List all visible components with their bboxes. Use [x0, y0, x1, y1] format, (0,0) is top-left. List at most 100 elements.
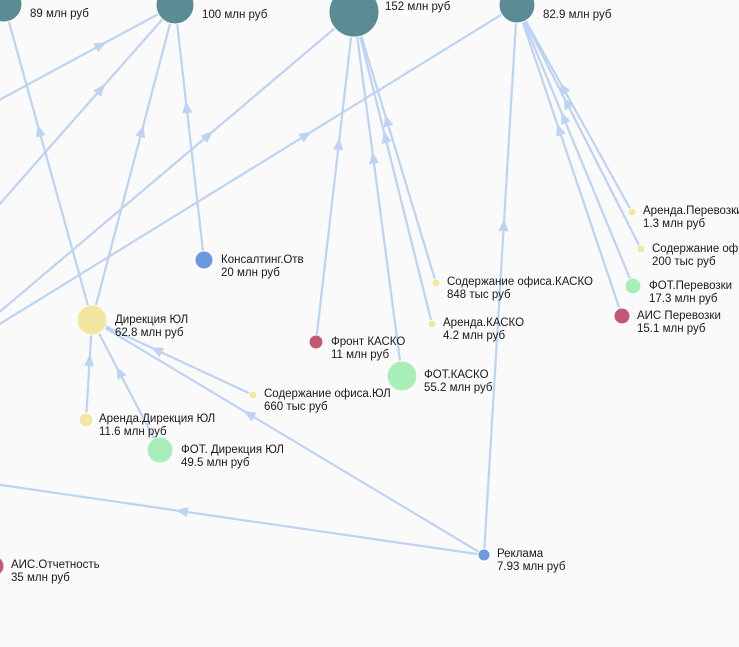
edge-line: [0, 4, 176, 101]
edge-arrow: [563, 97, 574, 111]
edge-line: [0, 4, 176, 206]
node-value: 4.2 млн руб: [443, 330, 505, 342]
node-circle[interactable]: [194, 250, 214, 270]
edge-fot_dir-to-dirul: [91, 319, 161, 451]
node-circle[interactable]: [431, 278, 441, 288]
edge-arrow: [35, 124, 46, 138]
edge-line: [84, 319, 94, 421]
node-circle[interactable]: [328, 0, 380, 38]
node-n829[interactable]: 82.9 млн руб: [498, 0, 612, 24]
edge-arrow: [116, 366, 127, 380]
node-name: Фронт КАСКО: [331, 336, 405, 348]
node-value: 200 тыс руб: [652, 256, 716, 268]
edge-front_kasko-to-kasko: [314, 11, 356, 343]
node-circle[interactable]: [76, 304, 108, 336]
node-circle[interactable]: [498, 0, 536, 24]
node-value: 82.9 млн руб: [543, 9, 612, 21]
edge-arrow: [560, 82, 571, 96]
node-value: 35 млн руб: [11, 572, 70, 584]
node-value: 20 млн руб: [221, 267, 280, 279]
node-circle[interactable]: [427, 319, 437, 329]
node-name: Содержание офиса.КАСКО: [447, 276, 593, 288]
node-name: Аренда.Перевозки: [643, 205, 739, 217]
node-circle[interactable]: [0, 0, 23, 23]
node-name: Аренда.КАСКО: [443, 317, 524, 329]
edge-line: [515, 4, 635, 287]
node-value: 49.5 млн руб: [181, 457, 250, 469]
node-name: Аренда.Дирекция ЮЛ: [99, 413, 215, 425]
node-circle[interactable]: [624, 277, 642, 295]
edge-arrow: [93, 84, 105, 97]
edge-ais_per-to-n829: [515, 4, 624, 317]
nodes-layer: 89 млн руб 100 млн руб КАСКО152 млн руб 82.…: [0, 0, 739, 584]
node-circle[interactable]: [248, 390, 258, 400]
node-circle[interactable]: [78, 412, 94, 428]
node-name: Дирекция ЮЛ: [115, 314, 188, 326]
edge-reklama-to-off_left_a: [0, 483, 485, 557]
node-circle[interactable]: [477, 548, 491, 562]
edge-arrow: [175, 507, 189, 518]
node-value: 848 тыс руб: [447, 289, 511, 301]
edge-arrow: [84, 354, 95, 367]
edge-arrow: [298, 131, 312, 143]
node-soder_per[interactable]: Содержание офиса.Перевозки200 тыс руб: [636, 243, 739, 268]
node-circle[interactable]: [613, 307, 631, 325]
node-circle[interactable]: [308, 334, 324, 350]
node-value: 660 тыс руб: [264, 401, 328, 413]
node-n100[interactable]: 100 млн руб: [155, 0, 268, 25]
edges-layer: [0, 3, 642, 557]
node-n89[interactable]: 89 млн руб: [0, 0, 89, 23]
node-name: АИС Перевозки: [637, 310, 721, 322]
edge-arenda_per-to-n829: [516, 4, 633, 213]
node-circle[interactable]: [0, 556, 5, 576]
node-circle[interactable]: [146, 436, 174, 464]
edge-arrow: [200, 131, 213, 143]
edge-arrow: [381, 130, 392, 144]
edge-soder_kasko-to-kasko: [352, 11, 438, 284]
edge-soder_ul-to-dirul: [91, 319, 254, 396]
edge-line: [2, 3, 94, 321]
edge-arrow: [333, 138, 344, 151]
edge-fot_kasko-to-kasko: [352, 11, 404, 377]
edge-arrow: [369, 151, 379, 165]
node-value: 7.93 млн руб: [497, 561, 566, 573]
edge-arenda_kasko-to-kasko: [352, 11, 434, 325]
node-value: 15.1 млн руб: [637, 323, 706, 335]
edge-reklama-to-dirul: [91, 319, 485, 556]
node-name: ФОТ.КАСКО: [424, 369, 489, 381]
node-value: 89 млн руб: [30, 8, 89, 20]
edge-line: [482, 4, 519, 556]
edge-arrow: [383, 114, 394, 128]
edge-arrow: [93, 42, 107, 53]
node-name: Реклама: [497, 548, 544, 560]
node-kasko[interactable]: КАСКО152 млн руб: [328, 0, 451, 38]
edge-arrow: [556, 123, 566, 137]
node-value: 62.8 млн руб: [115, 327, 184, 339]
edge-line: [352, 11, 404, 377]
node-circle[interactable]: [386, 360, 418, 392]
node-value: 17.3 млн руб: [649, 293, 718, 305]
edge-off_left_c-to-n829: [0, 4, 518, 326]
node-circle[interactable]: [627, 207, 637, 217]
edge-line: [314, 11, 356, 343]
edge-off_left_b-to-kasko: [0, 11, 355, 313]
edge-line: [90, 4, 177, 321]
edge-off_left_d-to-n100: [0, 4, 176, 101]
edge-line: [352, 11, 434, 325]
node-circle[interactable]: [155, 0, 195, 25]
node-circle[interactable]: [636, 244, 646, 254]
